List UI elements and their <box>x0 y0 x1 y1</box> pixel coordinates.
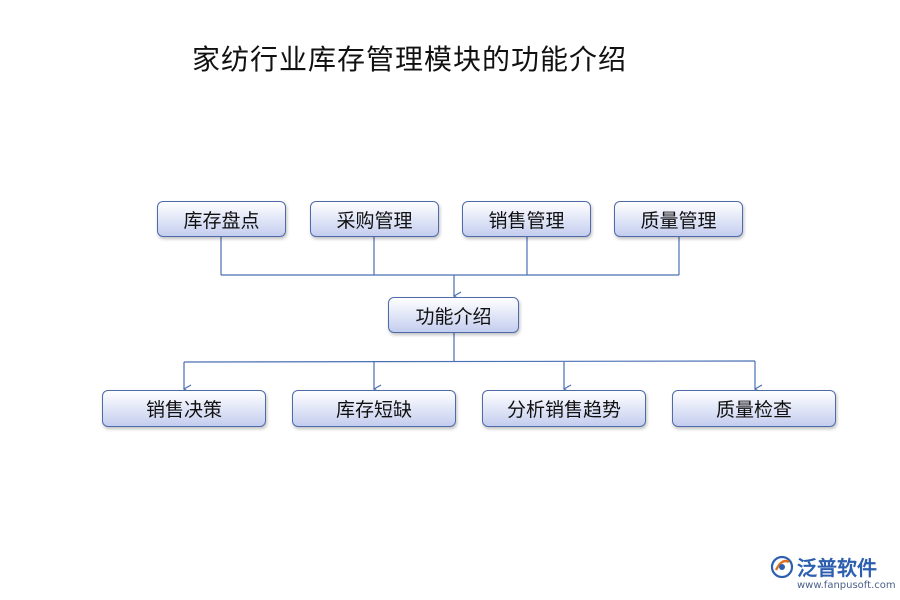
node-quality-inspection: 质量检查 <box>672 390 836 427</box>
node-sales-trend-analysis: 分析销售趋势 <box>482 390 646 427</box>
logo-url: www.fanpusoft.com <box>797 580 896 591</box>
node-inventory-shortage: 库存短缺 <box>292 390 456 427</box>
node-inventory-count: 库存盘点 <box>157 201 286 237</box>
node-function-intro: 功能介绍 <box>388 297 519 333</box>
node-quality-management: 质量管理 <box>614 201 743 237</box>
connector-bottom-bus <box>183 360 756 363</box>
node-sales-management: 销售管理 <box>462 201 591 237</box>
brand-logo: 泛普软件 www.fanpusoft.com <box>770 552 896 596</box>
logo-mark-icon <box>770 555 794 579</box>
node-purchase-management: 采购管理 <box>310 201 439 237</box>
diagram-title: 家纺行业库存管理模块的功能介绍 <box>192 43 628 76</box>
logo-name: 泛普软件 <box>797 556 877 580</box>
node-sales-decision: 销售决策 <box>102 390 266 427</box>
